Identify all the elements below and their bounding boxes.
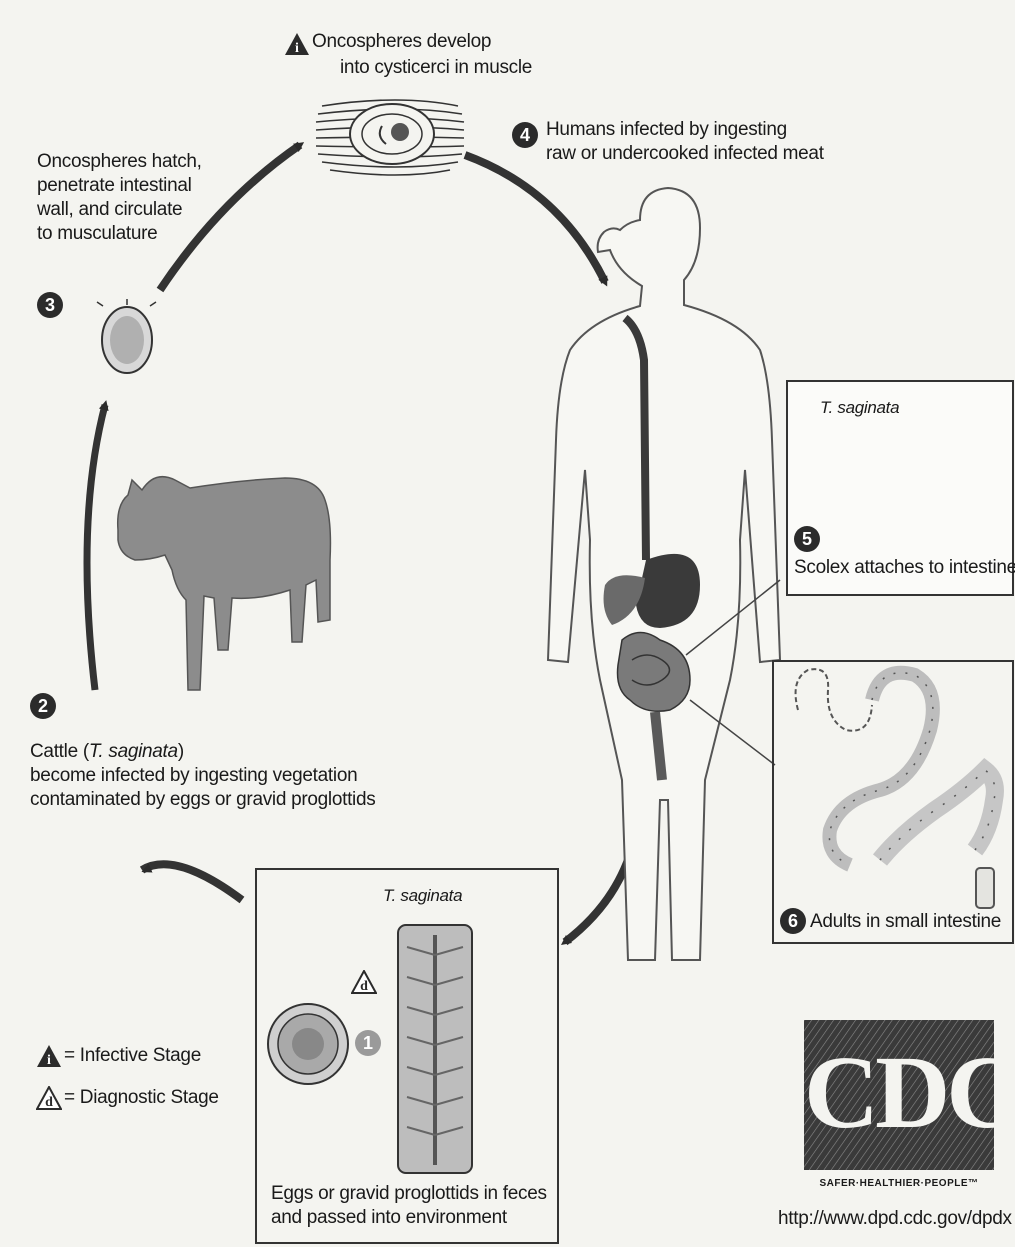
svg-text:i: i <box>295 41 299 56</box>
human-figure-icon <box>548 188 780 960</box>
cattle-icon <box>118 477 331 690</box>
step-3-line-3: wall, and circulate <box>37 198 237 222</box>
scolex-caption: Scolex attaches to intestine <box>794 556 1015 580</box>
step-4-number: 4 <box>512 122 538 148</box>
arrow-2-to-3 <box>87 405 105 690</box>
arrow-1-to-4 <box>465 155 605 282</box>
diagnostic-stage-icon: d <box>351 970 377 994</box>
cdc-logo-text: CDC <box>804 1038 994 1148</box>
step-2-line-1-pre: Cattle ( <box>30 741 89 762</box>
legend-infective-label: = Infective Stage <box>64 1044 201 1068</box>
muscle-cysticercus-icon <box>316 100 464 175</box>
svg-text:i: i <box>47 1053 51 1068</box>
step-1-line-1: Oncospheres develop <box>312 30 491 54</box>
step-3-line-4: to musculature <box>37 222 237 246</box>
step-5-number: 5 <box>794 526 820 552</box>
svg-text:d: d <box>45 1095 53 1110</box>
step-3-label: Oncospheres hatch, penetrate intestinal … <box>37 150 237 246</box>
eggs-box: T. saginata d 1 Eggs or gravid proglotti… <box>255 868 559 1244</box>
eggs-caption: Eggs or gravid proglottids in feces and … <box>271 1182 561 1230</box>
cdc-logo: CDC <box>804 1020 994 1170</box>
legend-infective-icon: i <box>36 1044 62 1068</box>
step-4-line-2: raw or undercooked infected meat <box>546 142 866 166</box>
eggs-caption-line-2: and passed into environment <box>271 1206 561 1230</box>
svg-text:d: d <box>360 979 368 994</box>
step-6-number: 6 <box>780 908 806 934</box>
cdc-url: http://www.dpd.cdc.gov/dpdx <box>778 1207 1012 1231</box>
step-1-number: 1 <box>355 1030 381 1056</box>
step-3-line-2: penetrate intestinal <box>37 174 237 198</box>
scolex-species: T. saginata <box>820 396 899 420</box>
step-4-line-1: Humans infected by ingesting <box>546 118 866 142</box>
step-3-line-1: Oncospheres hatch, <box>37 150 237 174</box>
step-4-label: Humans infected by ingesting raw or unde… <box>546 118 866 166</box>
cdc-tagline: SAFER·HEALTHIER·PEOPLE™ <box>804 1178 994 1189</box>
step-2-line-1-post: ) <box>178 741 184 762</box>
adults-caption: Adults in small intestine <box>810 910 1001 934</box>
step-2-label: Cattle (T. saginata) become infected by … <box>30 740 450 812</box>
scolex-box: T. saginata 5 Scolex attaches to intesti… <box>786 380 1014 596</box>
legend-diagnostic-label: = Diagnostic Stage <box>64 1086 219 1110</box>
step-2-number: 2 <box>30 693 56 719</box>
oncosphere-icon <box>97 299 156 373</box>
step-2-line-2: become infected by ingesting vegetation <box>30 764 450 788</box>
step-2-species: T. saginata <box>89 741 178 762</box>
step-2-line-3: contaminated by eggs or gravid proglotti… <box>30 788 450 812</box>
eggs-caption-line-1: Eggs or gravid proglottids in feces <box>271 1182 561 1206</box>
adults-box: 6 Adults in small intestine <box>772 660 1014 944</box>
step-3-number: 3 <box>37 292 63 318</box>
arrow-feces-to-cattle <box>142 864 242 900</box>
legend: i = Infective Stage d = Diagnostic Stage <box>36 1042 276 1114</box>
infective-stage-icon: i <box>284 32 310 56</box>
step-1-line-2: into cysticerci in muscle <box>340 56 532 80</box>
eggs-species: T. saginata <box>383 884 462 908</box>
legend-diagnostic-icon: d <box>36 1086 62 1110</box>
